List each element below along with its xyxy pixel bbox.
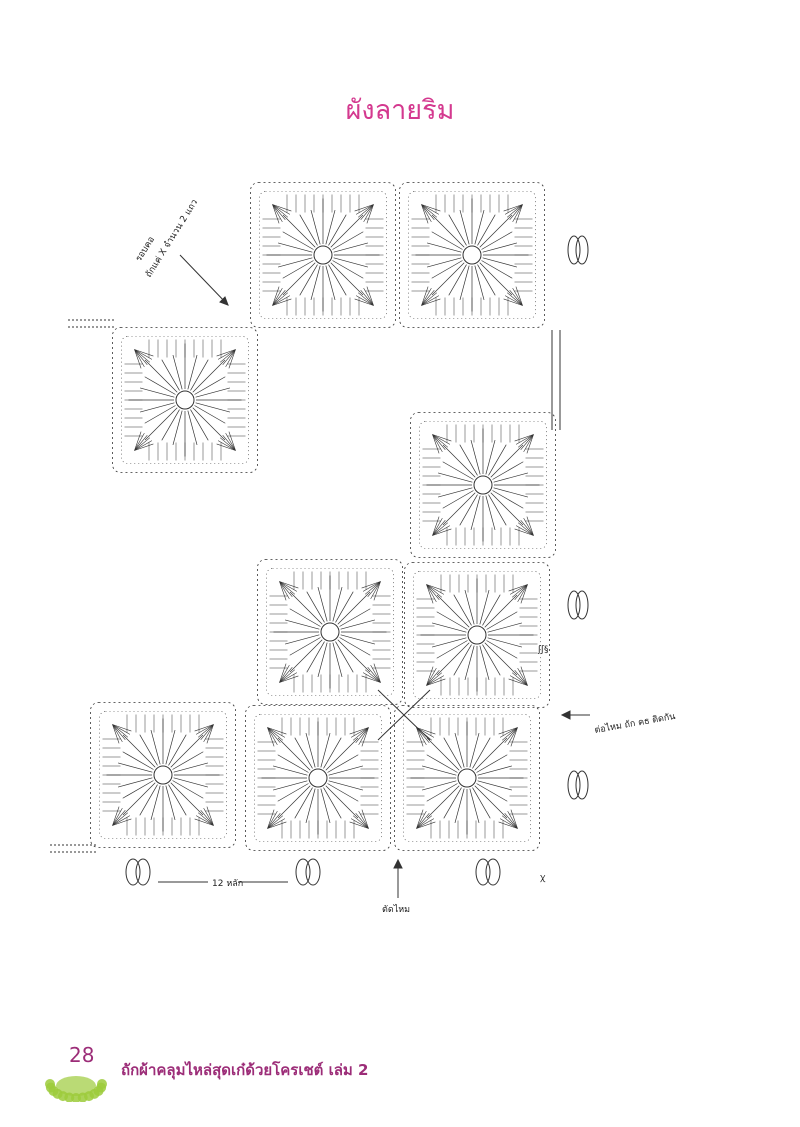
lace-ornament-icon: [45, 1076, 107, 1102]
page-number: 28: [69, 1043, 95, 1067]
picot-loop: [125, 858, 141, 886]
picot-loop: [485, 858, 501, 886]
granny-motif: [404, 562, 550, 708]
granny-motif: [410, 412, 556, 558]
page-title: ผังลายริม: [345, 95, 455, 126]
motif-squares: [90, 182, 556, 851]
granny-motif: [245, 705, 391, 851]
stitch-mark: ʃʃ§: [537, 645, 549, 655]
picot-loop: [475, 858, 491, 886]
granny-motif: [112, 327, 258, 473]
diagonal: [377, 689, 431, 741]
picot-loop: [567, 590, 581, 620]
picot-loop: [567, 770, 581, 800]
granny-motif: [250, 182, 396, 328]
join-note: ต่อไหม ถัก คธ ติดกัน: [594, 711, 677, 736]
picot-loop: [567, 235, 581, 265]
book-title: ถักผ้าคลุมไหล่สุดเก๋ด้วยโครเชต์ เล่ม 2: [121, 1061, 369, 1079]
arrow-head: [560, 710, 571, 720]
connector-lines: [50, 254, 590, 898]
picot-loop: [575, 235, 589, 265]
picot-loops: [125, 235, 589, 886]
arrow-head: [219, 296, 229, 306]
stitch-count-label: 12 หลัก: [212, 879, 243, 889]
picot-loop: [295, 858, 311, 886]
granny-motif: [399, 182, 545, 328]
cut-yarn-label: ตัดไหม: [382, 904, 410, 915]
leader-arrow: [179, 254, 229, 306]
granny-motif: [90, 702, 236, 848]
granny-motif: [257, 559, 403, 705]
picot-loop: [135, 858, 151, 886]
granny-motif: [394, 705, 540, 851]
arrow-head: [393, 858, 403, 869]
picot-loop: [575, 770, 589, 800]
stitch-mark: ꭓ: [540, 873, 546, 883]
picot-loop: [575, 590, 589, 620]
picot-loop: [305, 858, 321, 886]
